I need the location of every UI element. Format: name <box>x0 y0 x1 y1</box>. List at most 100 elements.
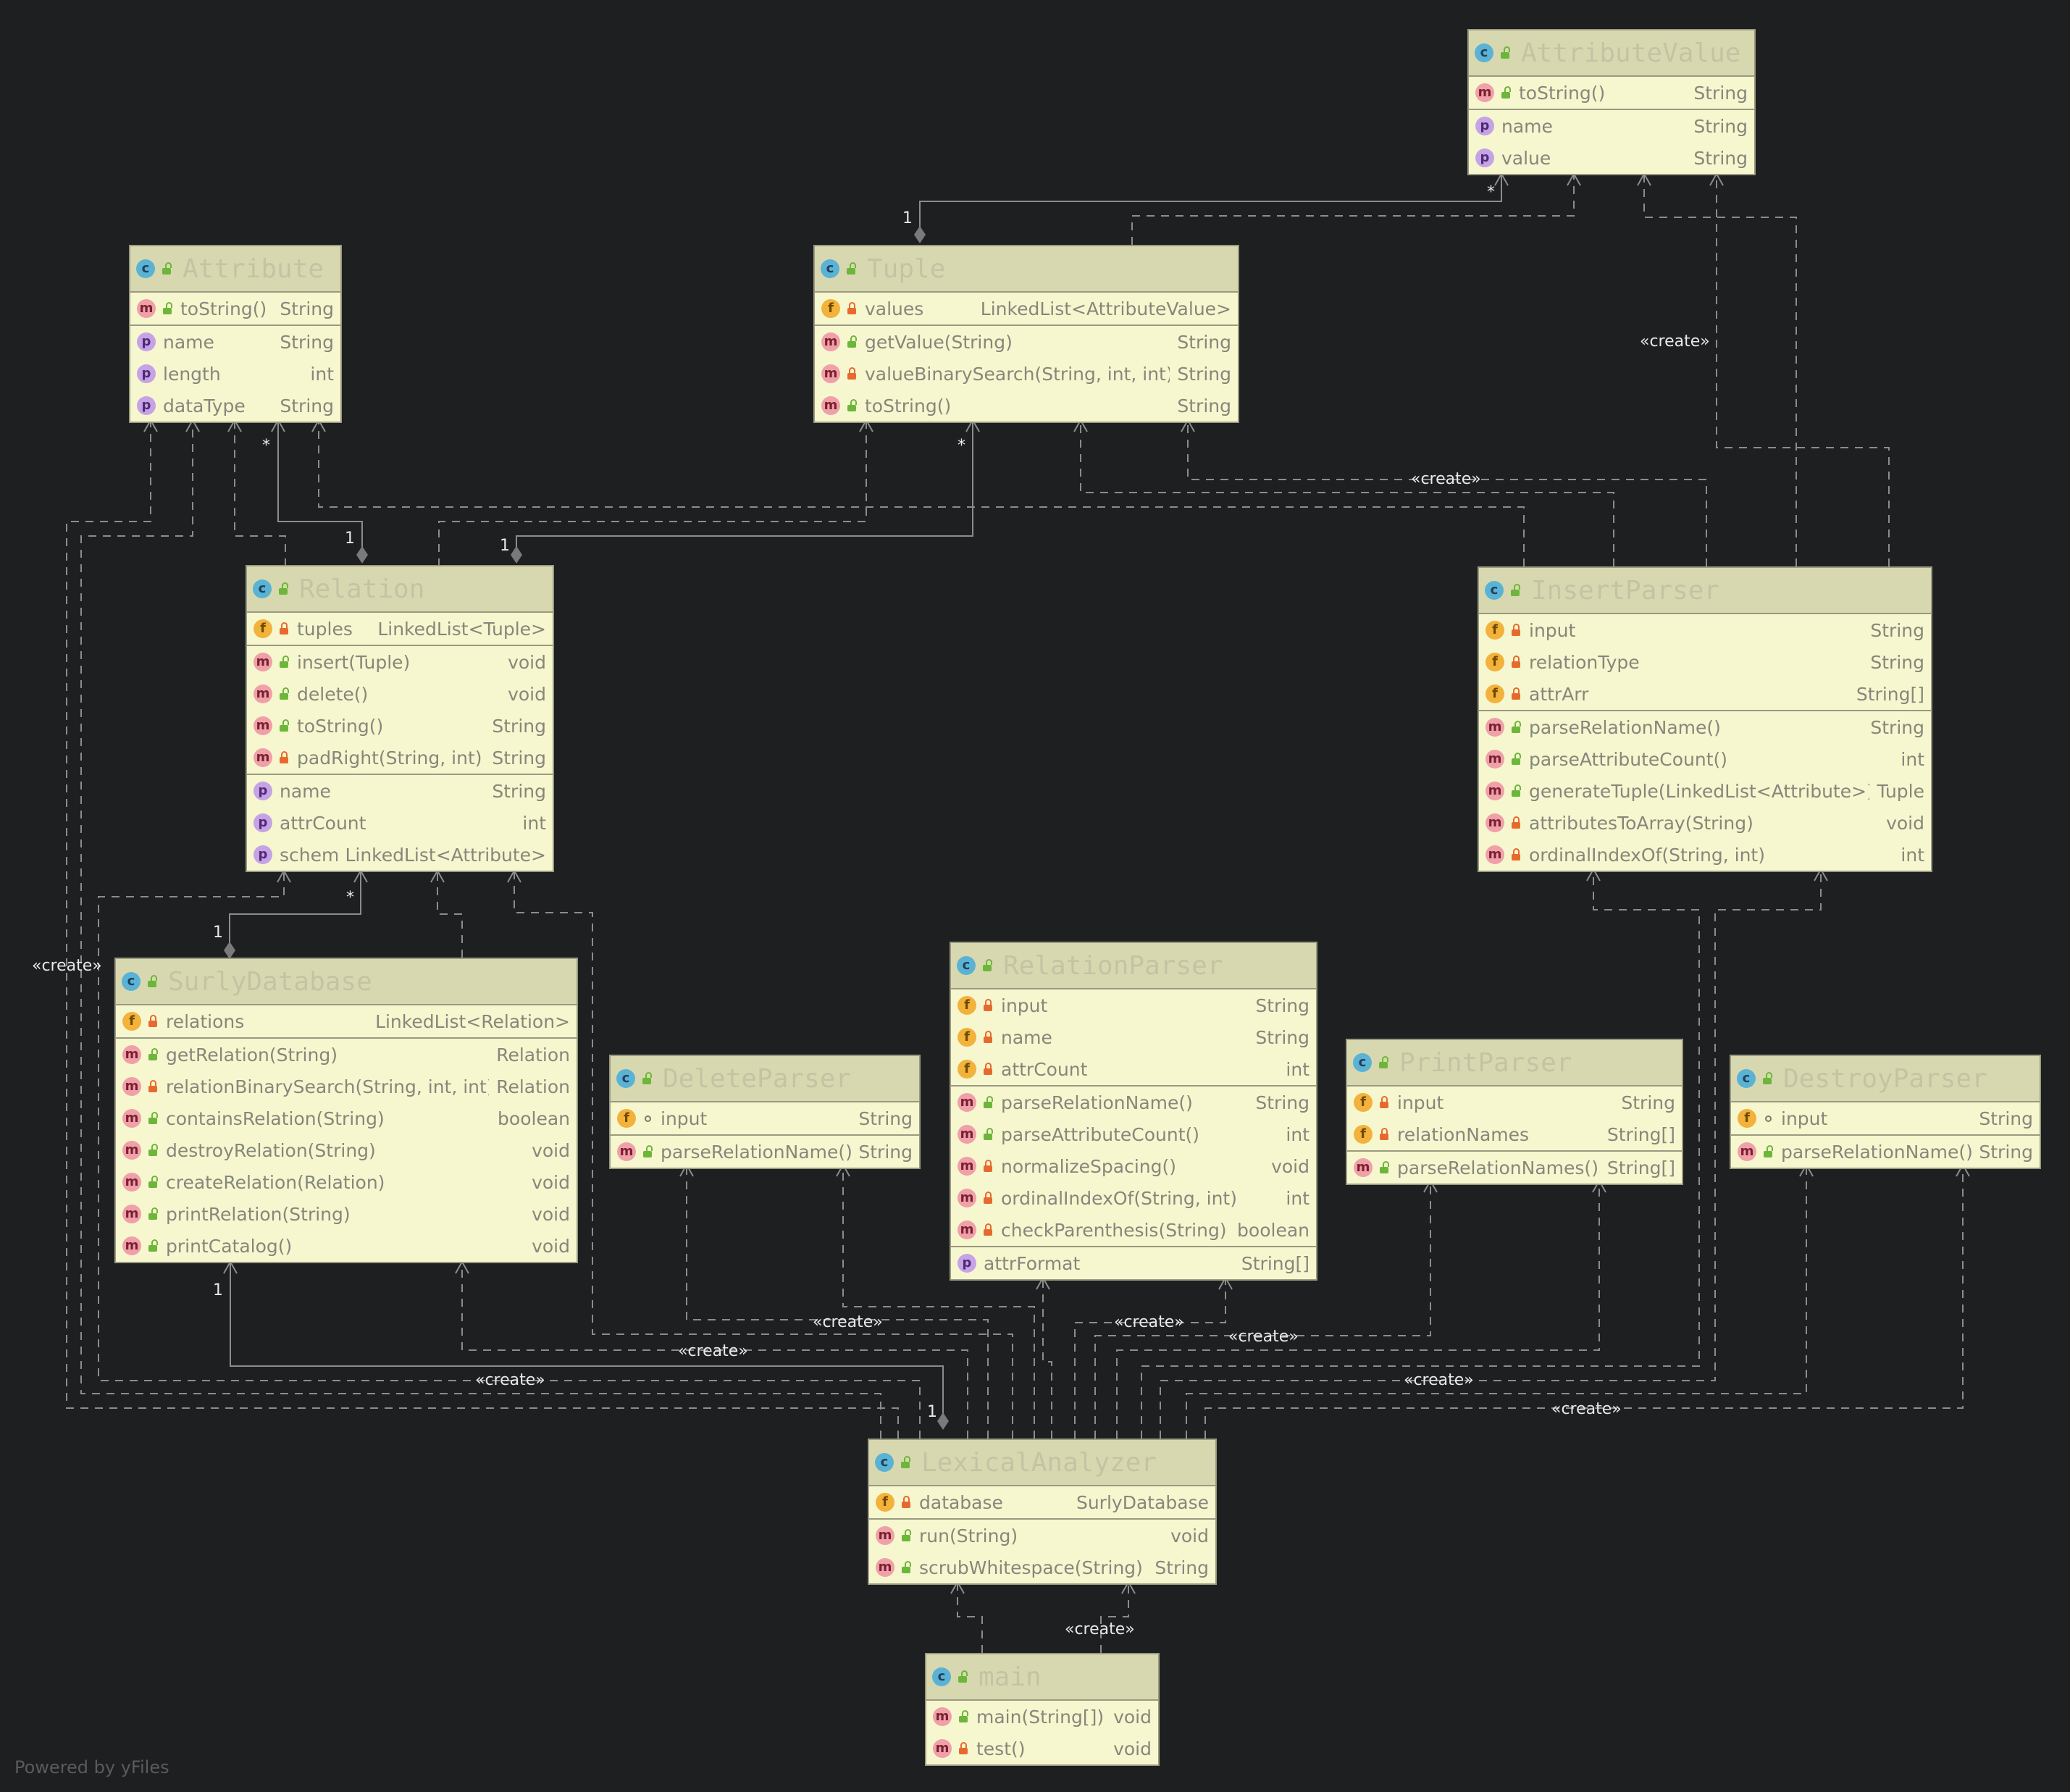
member-type: void <box>1113 1738 1152 1759</box>
member-name: parseRelationName() <box>661 1141 852 1163</box>
member-type: void <box>508 651 546 673</box>
member-name: name <box>1501 115 1553 137</box>
member-name: tuples <box>297 618 353 640</box>
member-name: name <box>1001 1026 1052 1048</box>
private-lock-icon <box>846 301 858 315</box>
public-lock-icon <box>900 1560 912 1574</box>
private-lock-icon <box>278 621 290 635</box>
member-name: schema <box>280 844 338 866</box>
property-icon: p <box>1475 117 1494 135</box>
member-name: generateTuple(LinkedList<Attribute>) <box>1529 780 1870 802</box>
member-row[interactable]: pschemaLinkedList<Attribute> <box>247 839 553 871</box>
diamond-relation-attr <box>356 546 368 564</box>
method-icon: m <box>122 1236 141 1255</box>
class-name: DeleteParser <box>663 1063 852 1094</box>
class-name: DestroyParser <box>1783 1063 1987 1094</box>
diamond-tuple <box>914 226 926 243</box>
member-name: delete() <box>297 683 369 705</box>
